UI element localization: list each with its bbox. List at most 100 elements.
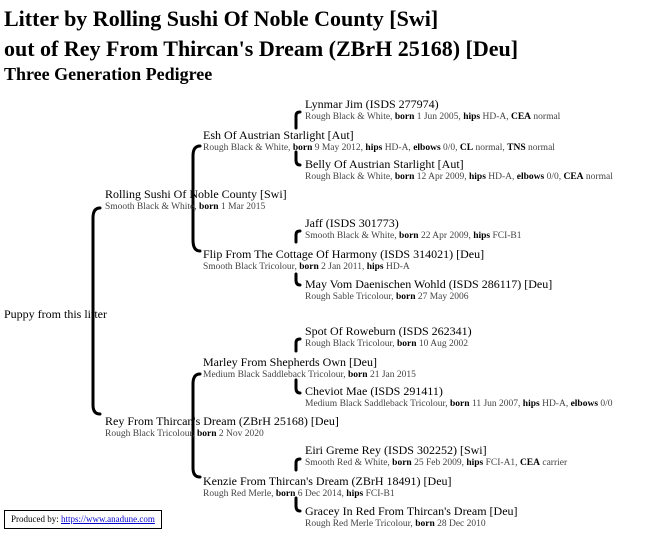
detail-keyword: hips: [466, 458, 484, 468]
sire-sire-node: Esh Of Austrian Starlight [Aut] Rough Bl…: [203, 128, 555, 154]
dam-sire-details: Medium Black Saddleback Tricolour, born …: [203, 369, 416, 381]
sire-details: Smooth Black & White, born 1 Mar 2015: [105, 201, 287, 213]
dam-dam-node: Kenzie From Thircan's Dream (ZBrH 18491)…: [203, 474, 452, 500]
sire-dam-name: Flip From The Cottage Of Harmony (ISDS 3…: [203, 247, 485, 261]
detail-text: Smooth Red & White,: [305, 458, 393, 468]
detail-keyword: hips: [365, 143, 383, 153]
detail-text: Rough Red Merle,: [203, 489, 276, 499]
detail-text: Smooth Black & White,: [105, 202, 200, 212]
detail-text: 27 May 2006: [415, 292, 469, 302]
detail-text: 6 Dec 2014,: [295, 489, 347, 499]
bracket-flip-generation-3b: [294, 272, 302, 287]
detail-text: Rough Black & White,: [305, 112, 395, 122]
dam-name: Rey From Thircan's Dream (ZBrH 25168) [D…: [105, 414, 339, 428]
dam-details: Rough Black Tricolour, born 2 Nov 2020: [105, 428, 339, 440]
sire-sire-sire-name: Lynmar Jim (ISDS 277974): [305, 97, 439, 111]
detail-text: 9 May 2012,: [312, 143, 366, 153]
detail-keyword: born: [199, 202, 219, 212]
bracket-sire-generation-2: [191, 144, 202, 253]
produced-by-box: Produced by: https://www.anadune.com: [4, 510, 162, 529]
sire-sire-dam-details: Rough Black & White, born 12 Apr 2009, h…: [305, 171, 613, 183]
detail-text: 1 Jun 2005,: [414, 112, 464, 122]
detail-text: Medium Black Saddleback Tricolour,: [305, 399, 451, 409]
dam-sire-dam-node: Cheviot Mae (ISDS 291411) Medium Black S…: [305, 384, 613, 410]
detail-text: Rough Black Tricolour,: [305, 339, 397, 349]
detail-text: Rough Black Tricolour,: [105, 429, 197, 439]
sire-dam-dam-node: May Vom Daenischen Wohld (ISDS 286117) […: [305, 277, 552, 303]
dam-dam-sire-name: Eiri Greme Rey (ISDS 302252) [Swi]: [305, 443, 487, 457]
sire-dam-dam-name: May Vom Daenischen Wohld (ISDS 286117) […: [305, 277, 553, 291]
page-subtitle: Three Generation Pedigree: [4, 64, 213, 84]
detail-keyword: born: [397, 339, 417, 349]
detail-keyword: born: [394, 112, 415, 122]
detail-text: normal,: [473, 143, 508, 153]
sire-sire-sire-details: Rough Black & White, born 1 Jun 2005, hi…: [305, 111, 560, 123]
detail-text: 11 Jun 2007,: [469, 399, 523, 409]
sire-name: Rolling Sushi Of Noble County [Swi]: [105, 187, 287, 201]
detail-text: 28 Dec 2010: [434, 519, 486, 529]
dam-dam-details: Rough Red Merle, born 6 Dec 2014, hips F…: [203, 488, 452, 500]
dam-dam-name: Kenzie From Thircan's Dream (ZBrH 18491)…: [203, 474, 452, 488]
detail-text: Rough Black & White,: [203, 143, 293, 153]
detail-keyword: hips: [473, 231, 491, 241]
sire-sire-dam-node: Belly Of Austrian Starlight [Aut] Rough …: [305, 157, 613, 183]
sire-node: Rolling Sushi Of Noble County [Swi] Smoo…: [105, 187, 287, 213]
sire-sire-details: Rough Black & White, born 9 May 2012, hi…: [203, 142, 555, 154]
detail-keyword: CEA: [563, 172, 584, 182]
detail-keyword: elbows: [413, 143, 441, 153]
detail-text: 0/0: [598, 399, 613, 409]
sire-dam-dam-details: Rough Sable Tricolour, born 27 May 2006: [305, 291, 552, 303]
detail-keyword: hips: [463, 112, 481, 122]
dam-node: Rey From Thircan's Dream (ZBrH 25168) [D…: [105, 414, 339, 440]
detail-text: HD-A,: [480, 112, 511, 122]
detail-text: 2 Nov 2020: [216, 429, 264, 439]
detail-keyword: born: [395, 292, 416, 302]
detail-text: 25 Feb 2009,: [411, 458, 467, 468]
dam-sire-sire-name: Spot Of Roweburn (ISDS 262341): [305, 324, 472, 338]
dam-dam-sire-node: Eiri Greme Rey (ISDS 302252) [Swi] Smoot…: [305, 443, 567, 469]
detail-text: 0/0,: [440, 143, 460, 153]
bracket-dam-generation-2: [191, 372, 202, 479]
detail-text: 0/0,: [544, 172, 564, 182]
detail-keyword: born: [394, 172, 415, 182]
detail-keyword: born: [399, 231, 419, 241]
bracket-kenzie-generation-3: [294, 457, 302, 472]
detail-text: Medium Black Saddleback Tricolour,: [203, 370, 349, 380]
detail-text: normal: [525, 143, 555, 153]
bracket-marley-generation-3: [294, 337, 302, 353]
bracket-esh-generation-3b: [294, 150, 302, 167]
detail-keyword: hips: [522, 399, 540, 409]
produced-by-link[interactable]: https://www.anadune.com: [61, 514, 155, 524]
detail-text: Smooth Black Tricolour,: [203, 262, 300, 272]
detail-keyword: elbows: [570, 399, 599, 409]
detail-keyword: CEA: [510, 112, 532, 122]
detail-text: FCI-A1,: [483, 458, 520, 468]
detail-keyword: born: [415, 519, 435, 529]
root-puppy-label: Puppy from this litter: [4, 307, 107, 321]
dam-sire-sire-details: Rough Black Tricolour, born 10 Aug 2002: [305, 338, 472, 350]
detail-text: 1 Mar 2015: [218, 202, 266, 212]
dam-sire-sire-node: Spot Of Roweburn (ISDS 262341) Rough Bla…: [305, 324, 472, 350]
detail-text: 12 Apr 2009,: [414, 172, 469, 182]
sire-sire-dam-name: Belly Of Austrian Starlight [Aut]: [305, 157, 464, 171]
dam-sire-dam-name: Cheviot Mae (ISDS 291411): [305, 384, 443, 398]
sire-dam-node: Flip From The Cottage Of Harmony (ISDS 3…: [203, 247, 484, 273]
sire-dam-sire-node: Jaff (ISDS 301773) Smooth Black & White,…: [305, 216, 522, 242]
detail-keyword: CEA: [519, 458, 540, 468]
dam-sire-dam-details: Medium Black Saddleback Tricolour, born …: [305, 398, 613, 410]
dam-dam-dam-name: Gracey In Red From Thircan's Dream [Deu]: [305, 504, 518, 518]
bracket-marley-generation-3b: [294, 378, 302, 395]
detail-keyword: born: [292, 143, 313, 153]
detail-text: 21 Jan 2015: [367, 370, 416, 380]
dam-dam-dam-node: Gracey In Red From Thircan's Dream [Deu]…: [305, 504, 518, 530]
bracket-esh-generation-3: [294, 110, 302, 130]
detail-keyword: born: [197, 429, 217, 439]
bracket-flip-generation-3: [294, 229, 302, 244]
sire-dam-details: Smooth Black Tricolour, born 2 Jan 2011,…: [203, 261, 484, 273]
detail-text: HD-A: [383, 262, 410, 272]
detail-keyword: born: [348, 370, 368, 380]
detail-text: normal: [531, 112, 561, 122]
detail-text: normal: [583, 172, 613, 182]
dam-dam-sire-details: Smooth Red & White, born 25 Feb 2009, hi…: [305, 457, 567, 469]
title-sire-line: Litter by Rolling Sushi Of Noble County …: [4, 6, 439, 31]
